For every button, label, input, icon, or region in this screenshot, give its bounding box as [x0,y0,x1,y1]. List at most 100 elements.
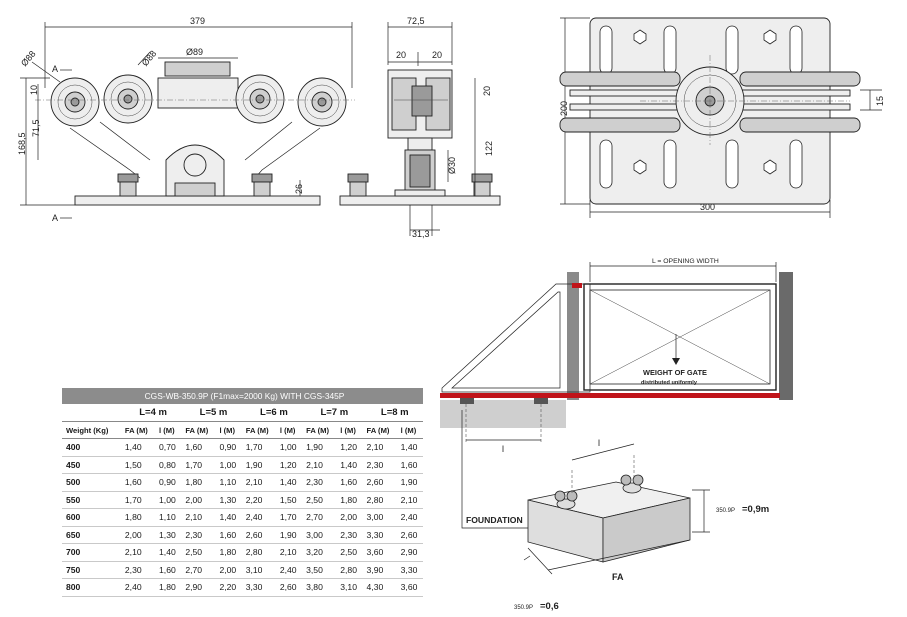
dim-front-diameter-mid: Ø88 [140,49,159,68]
value-cell: 1,60 [336,473,363,492]
value-cell: 2,10 [181,508,216,527]
value-cell: 0,70 [155,438,182,457]
value-cell: 0,90 [155,473,182,492]
label-weight-distribution: distributed uniformly [641,380,698,386]
dim-side-w1: 20 [396,50,406,60]
value-cell: 1,60 [155,561,182,579]
value-cell: 1,60 [120,473,156,492]
dim-top-width: 300 [700,202,715,212]
value-cell: 0,90 [215,438,242,457]
value-cell: 1,70 [181,456,216,474]
value-cell: 1,80 [155,578,182,597]
weight-cell: 600 [62,508,121,527]
value-cell: 1,80 [181,473,216,492]
value-cell: 1,40 [215,508,242,527]
weight-cell: 800 [62,578,121,597]
sub-header-fa: FA (M) [302,421,337,439]
value-cell: 1,30 [215,491,242,509]
value-cell: 1,90 [302,438,337,457]
value-cell: 3,10 [241,561,276,579]
dim-side-h122: 122 [484,141,494,156]
value-cell: 1,80 [215,543,242,562]
value-cell: 2,40 [396,508,423,527]
label-weight-of-gate: WEIGHT OF GATE [643,368,707,377]
value-cell: 2,50 [302,491,337,509]
value-cell: 1,90 [396,473,423,492]
weight-cell: 650 [62,526,121,544]
load-table: CGS-WB-350.9P (F1max=2000 Kg) WITH CGS-3… [62,388,423,597]
dim-top-height: 200 [559,101,569,116]
sub-header-fa: FA (M) [181,421,216,439]
sub-header-l: l (M) [215,421,242,439]
value-cell: 1,70 [241,438,276,457]
red-rail [440,393,780,398]
dim-front-height-total: 168,5 [17,132,27,155]
value-cell: 2,00 [181,491,216,509]
value-cell: 1,00 [155,491,182,509]
label-l-rail: l [502,444,504,454]
value-cell: 3,00 [362,508,397,527]
value-cell: 2,40 [275,561,303,579]
value-cell: 2,90 [396,543,423,562]
weight-cell: 550 [62,491,121,509]
value-cell: 2,30 [302,473,337,492]
dim-side-diameter: Ø30 [447,157,457,174]
value-cell: 1,80 [336,491,363,509]
weight-cell: 750 [62,561,121,579]
value-cell: 2,60 [396,526,423,544]
value-cell: 1,70 [120,491,156,509]
dim-front-diameter-bar: Ø89 [186,47,203,57]
value-cell: 1,50 [120,456,156,474]
value-cell: 3,80 [302,578,337,597]
sub-header-l: l (M) [396,421,423,439]
value-cell: 3,20 [302,543,337,562]
value-cell: 2,00 [120,526,156,544]
value-cell: 3,50 [302,561,337,579]
dim-front-width: 379 [190,16,205,26]
side-view: 72,5 20 20 20 122 Ø30 31,3 [339,16,501,239]
sub-header-l: l (M) [275,421,303,439]
value-cell: 2,40 [120,578,156,597]
value-cell: 2,80 [336,561,363,579]
value-cell: 1,90 [241,456,276,474]
value-cell: 2,00 [215,561,242,579]
group-header: L=4 m [120,404,182,422]
value-cell: 2,60 [362,473,397,492]
dim-front-diameter-left: Ø88 [19,49,38,68]
value-cell: 1,40 [336,456,363,474]
label-depth-model: 350.9P [716,508,735,514]
value-cell: 1,00 [215,456,242,474]
dim-front-height-715: 71,5 [31,119,41,137]
value-cell: 2,30 [336,526,363,544]
value-cell: 2,10 [120,543,156,562]
value-cell: 1,50 [275,491,303,509]
value-cell: 1,20 [275,456,303,474]
value-cell: 2,40 [241,508,276,527]
value-cell: 2,10 [241,473,276,492]
value-cell: 1,90 [275,526,303,544]
label-width-value: =0,6 [540,601,559,612]
weight-header: Weight (Kg) [62,421,121,439]
value-cell: 2,30 [181,526,216,544]
value-cell: 2,50 [336,543,363,562]
value-cell: 3,00 [302,526,337,544]
value-cell: 3,30 [241,578,276,597]
value-cell: 1,40 [120,438,156,457]
value-cell: 1,60 [181,438,216,457]
value-cell: 1,70 [275,508,303,527]
label-foundation: FOUNDATION [466,515,523,525]
group-header: L=8 m [362,404,423,422]
value-cell: 1,60 [215,526,242,544]
dim-side-width: 72,5 [407,16,425,26]
value-cell: 1,10 [155,508,182,527]
value-cell: 2,30 [120,561,156,579]
value-cell: 1,40 [396,438,423,457]
